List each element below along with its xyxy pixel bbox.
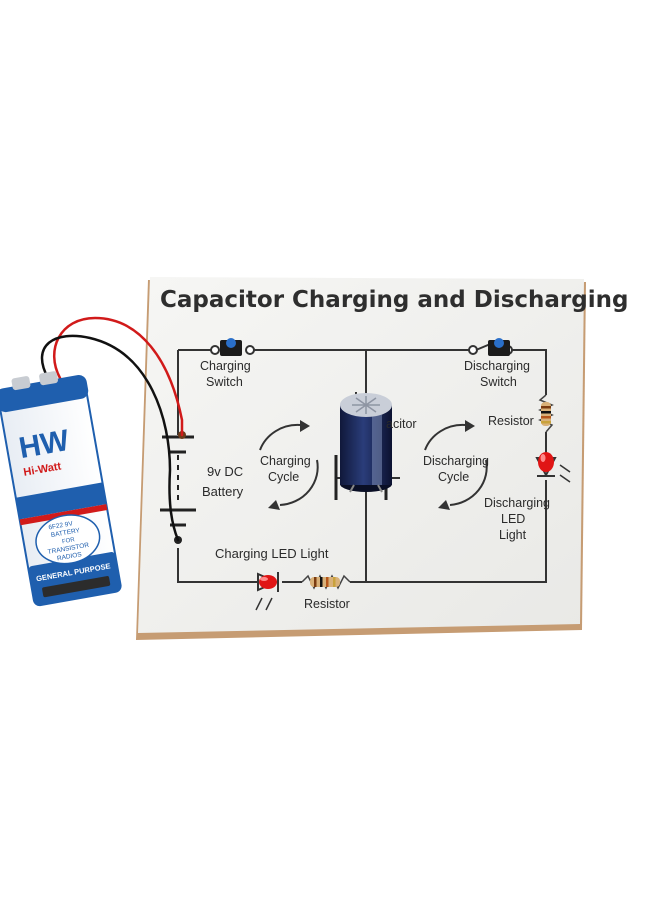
battery-label-line2: Battery [202, 484, 244, 499]
battery-spec-line1: 6F22 9V [48, 520, 74, 531]
resistor-right-label: Resistor [488, 414, 534, 428]
charging-switch-label-line1: Charging [200, 359, 251, 373]
charging-cycle-label-line1: Charging [260, 454, 311, 468]
circuit-board: Capacitor Charging and Discharging [136, 277, 628, 640]
charging-led-label: Charging LED Light [215, 546, 329, 561]
discharging-cycle-label-line1: Discharging [423, 454, 489, 468]
charging-push-button[interactable] [220, 338, 242, 356]
discharging-led-label-line2: LED [501, 512, 525, 526]
discharging-cycle-label-line2: Cycle [438, 470, 469, 484]
discharging-resistor [538, 394, 554, 433]
resistor-bottom-label: Resistor [304, 597, 350, 611]
battery-spec-line5: RADIOS [56, 551, 82, 562]
charging-switch-symbol [210, 345, 255, 355]
discharging-switch-label-line1: Discharging [464, 359, 530, 373]
charging-switch-label-line2: Switch [206, 375, 243, 389]
discharging-push-button[interactable] [488, 338, 510, 356]
battery-label-line1: 9v DC [207, 464, 243, 479]
discharging-led-label-line3: Light [499, 528, 527, 542]
battery-spec-line3: FOR [62, 537, 76, 545]
discharging-led [535, 452, 571, 483]
battery-wires [40, 316, 184, 542]
charging-resistor [301, 574, 351, 590]
board-title: Capacitor Charging and Discharging [160, 287, 628, 313]
9v-battery: HW Hi-Watt 6F22 9V BATTERY FOR TRANSISTO… [0, 371, 122, 607]
capacitor-label: acitor [386, 417, 417, 431]
charging-cycle-label-line2: Cycle [268, 470, 299, 484]
discharging-switch-label-line2: Switch [480, 375, 517, 389]
charging-led [255, 572, 279, 611]
discharging-cycle-arrows [424, 420, 488, 510]
black-wire [40, 334, 180, 542]
charging-cycle-arrows [259, 420, 319, 510]
discharging-led-label-line1: Discharging [484, 496, 550, 510]
red-wire [52, 316, 184, 437]
electrolytic-capacitor [340, 393, 392, 493]
